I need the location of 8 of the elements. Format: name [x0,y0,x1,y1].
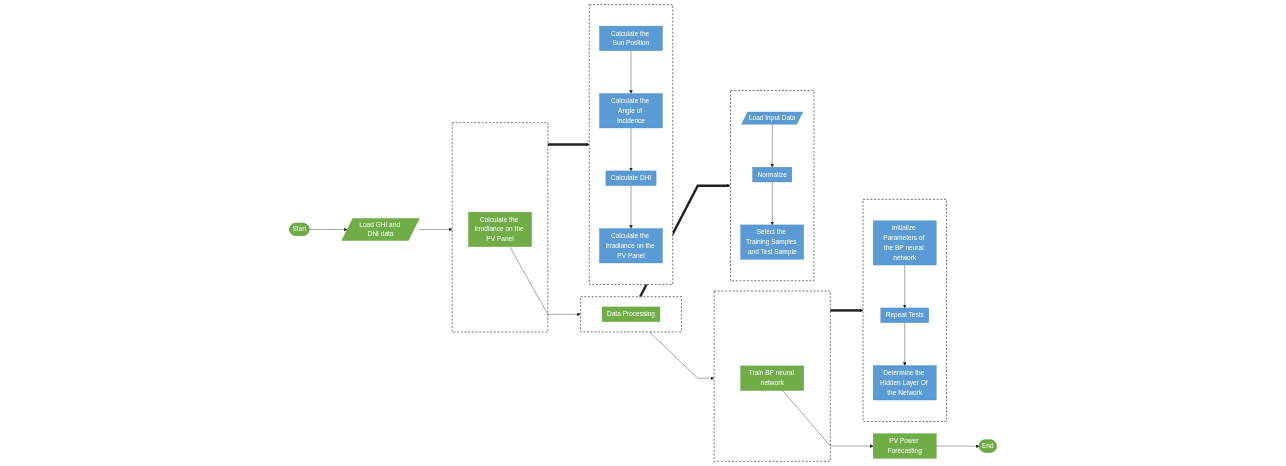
arrow [830,308,864,313]
cluster [451,122,549,333]
cluster [588,4,674,285]
cluster [730,90,815,282]
cluster [862,199,947,422]
cluster [713,290,831,462]
arrow [547,142,590,147]
cluster [580,296,682,333]
